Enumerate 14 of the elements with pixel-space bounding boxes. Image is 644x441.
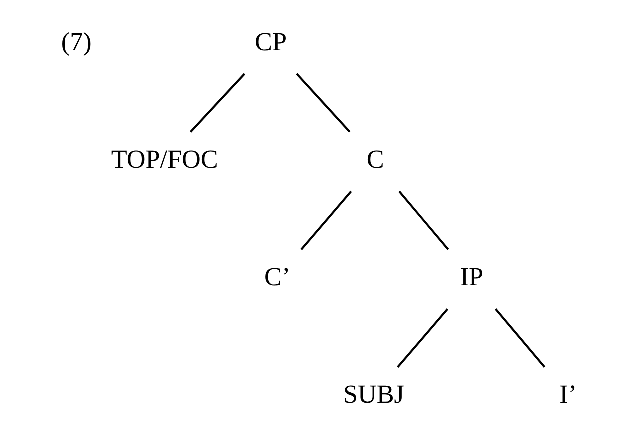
connector: [296, 73, 350, 133]
node-text: IP: [460, 262, 484, 292]
connector: [396, 308, 448, 368]
node-text: TOP/FOC: [110, 144, 218, 174]
connector: [494, 308, 546, 368]
node-text: I’: [559, 380, 577, 410]
node-text: C: [366, 144, 384, 174]
connector: [398, 190, 449, 250]
node-text: SUBJ: [342, 380, 404, 410]
connector: [300, 190, 352, 250]
connector: [190, 73, 246, 133]
node-text: CP: [254, 27, 287, 56]
label: (7): [60, 27, 92, 56]
node-text: C’: [264, 262, 290, 292]
